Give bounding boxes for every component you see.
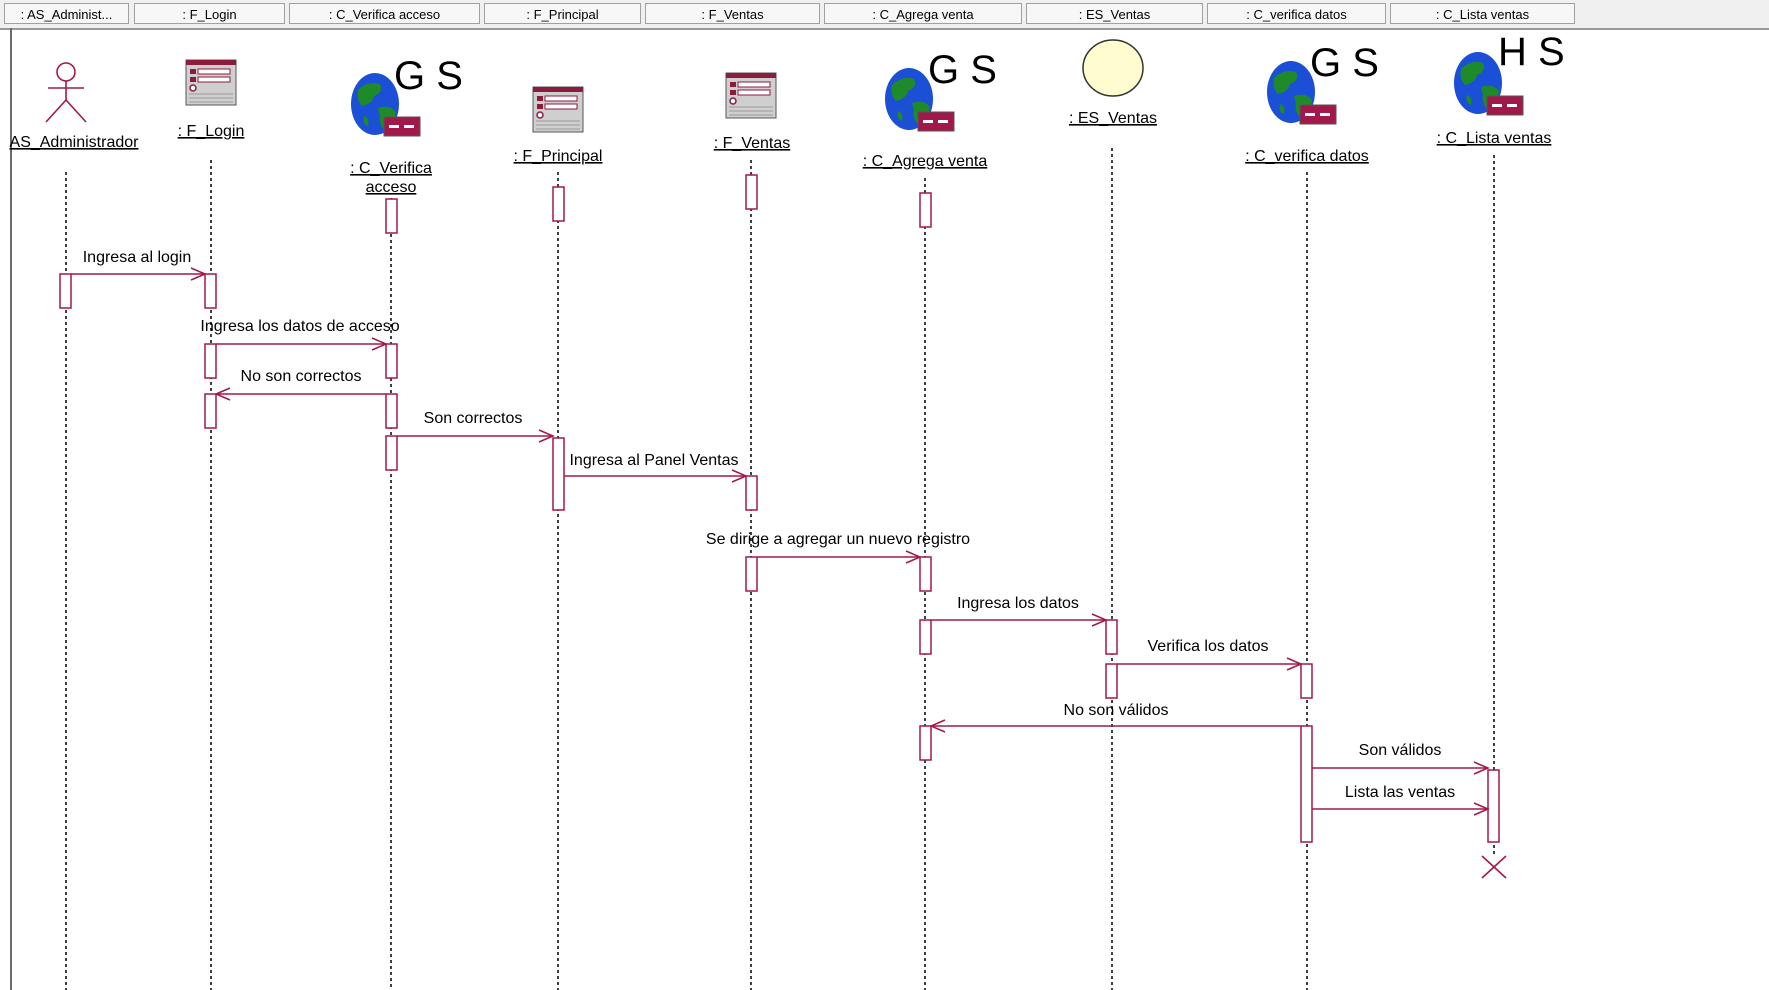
object-name-f-login[interactable]: : F_Login (178, 123, 245, 140)
header-cell-administrador[interactable]: : AS_Administ... (4, 3, 129, 24)
activation-f-login-initial (385, 198, 398, 234)
message-label-no-son-correctos: No son correctos (241, 368, 362, 385)
activation-es-ventas-2 (1105, 663, 1118, 699)
activation-f-ventas-1 (745, 475, 758, 511)
message-label-lista-las-ventas: Lista las ventas (1345, 784, 1455, 801)
activation-f-ventas-2 (745, 556, 758, 592)
activation-c-verifica-acceso-2 (385, 393, 398, 429)
header-cell-f-principal[interactable]: : F_Principal (484, 3, 641, 24)
message-label-ingresa-al-login: Ingresa al login (83, 249, 192, 266)
message-arrow-panel-ventas[interactable] (564, 469, 748, 483)
message-label-panel-ventas: Ingresa al Panel Ventas (569, 452, 738, 469)
header-cell-f-login[interactable]: : F_Login (134, 3, 285, 24)
activation-c-verifica-datos-2 (1300, 725, 1313, 843)
activation-f-principal-initial (552, 186, 565, 222)
activation-c-verifica-datos-1 (1300, 663, 1313, 699)
message-arrow-son-correctos[interactable] (397, 429, 555, 443)
message-label-nuevo-registro: Se dirige a agregar un nuevo registro (706, 531, 970, 548)
form-principal-icon[interactable] (532, 86, 584, 133)
activation-c-verifica-acceso-1 (385, 343, 398, 379)
activation-es-ventas-1 (1105, 619, 1118, 655)
activation-f-login-1 (204, 273, 217, 309)
message-arrow-ingresa-datos-acceso[interactable] (216, 337, 388, 351)
object-name-c-lista-ventas[interactable]: : C_Lista ventas (1437, 130, 1552, 147)
activation-c-lista-ventas-1 (1487, 769, 1500, 843)
lifeline-header-bar: : AS_Administ... : F_Login : C_Verifica … (0, 0, 1769, 30)
activation-f-ventas-initial (745, 174, 758, 210)
message-arrow-verifica-los-datos[interactable] (1117, 657, 1303, 671)
message-arrow-lista-las-ventas[interactable] (1312, 802, 1490, 816)
message-label-son-validos: Son válidos (1359, 742, 1442, 759)
activation-bars (59, 174, 1500, 843)
header-cell-c-lista-ventas[interactable]: : C_Lista ventas (1390, 3, 1575, 24)
message-label-ingresa-los-datos: Ingresa los datos (957, 595, 1079, 612)
message-arrow-ingresa-los-datos[interactable] (931, 613, 1108, 627)
object-name-administrador[interactable]: AS_Administrador (10, 134, 140, 151)
message-arrow-nuevo-registro[interactable] (757, 550, 922, 564)
header-cell-c-verifica-acceso[interactable]: : C_Verifica acceso (289, 3, 480, 24)
object-name-c-verifica-acceso-line2[interactable]: acceso (366, 179, 417, 196)
stereotype-gs-agrega-venta: G S (928, 48, 997, 92)
entity-es-ventas-icon[interactable] (1082, 39, 1144, 97)
form-login-icon[interactable] (185, 59, 237, 106)
object-name-c-verifica-acceso-line1[interactable]: : C_Verifica (350, 160, 432, 177)
stereotype-gs-verifica-datos: G S (1310, 41, 1379, 85)
actor-administrador[interactable] (45, 62, 87, 123)
lifelines (65, 148, 1495, 990)
activation-f-login-2 (204, 343, 217, 379)
message-arrow-no-son-correctos[interactable] (214, 387, 386, 401)
activation-c-agrega-venta-3 (919, 725, 932, 761)
actor-head-icon (56, 62, 76, 82)
header-cell-es-ventas[interactable]: : ES_Ventas (1026, 3, 1203, 24)
destroy-x-icon (1481, 855, 1507, 879)
form-ventas-icon[interactable] (725, 72, 777, 119)
message-arrow-ingresa-al-login[interactable] (71, 267, 207, 281)
stereotype-gs-verifica-acceso: G S (394, 54, 463, 98)
activation-administrador-1 (59, 273, 72, 309)
object-name-f-ventas[interactable]: : F_Ventas (714, 135, 791, 152)
message-label-son-correctos: Son correctos (424, 410, 523, 427)
activation-c-agrega-venta-initial (919, 192, 932, 228)
message-label-no-son-validos: No son válidos (1064, 702, 1169, 719)
object-name-c-verifica-datos[interactable]: : C_verifica datos (1245, 148, 1369, 165)
activation-c-agrega-venta-1 (919, 556, 932, 592)
header-cell-f-ventas[interactable]: : F_Ventas (645, 3, 820, 24)
diagram-left-border (10, 28, 12, 990)
object-name-es-ventas[interactable]: : ES_Ventas (1069, 110, 1157, 127)
message-label-ingresa-datos-acceso: Ingresa los datos de acceso (200, 318, 399, 335)
activation-f-login-3 (204, 393, 217, 429)
message-arrows (71, 267, 1490, 816)
header-cell-c-verifica-datos[interactable]: : C_verifica datos (1207, 3, 1386, 24)
activation-c-verifica-acceso-3 (385, 435, 398, 471)
activation-c-agrega-venta-2 (919, 619, 932, 655)
stereotype-hs-lista-ventas: H S (1498, 30, 1565, 74)
object-name-f-principal[interactable]: : F_Principal (514, 148, 603, 165)
message-arrow-son-validos[interactable] (1312, 761, 1490, 775)
activation-f-principal-1 (552, 437, 565, 511)
object-name-c-agrega-venta[interactable]: : C_Agrega venta (863, 153, 988, 170)
message-label-verifica-los-datos: Verifica los datos (1148, 638, 1269, 655)
header-cell-c-agrega-venta[interactable]: : C_Agrega venta (824, 3, 1022, 24)
message-arrow-no-son-validos[interactable] (929, 719, 1301, 733)
